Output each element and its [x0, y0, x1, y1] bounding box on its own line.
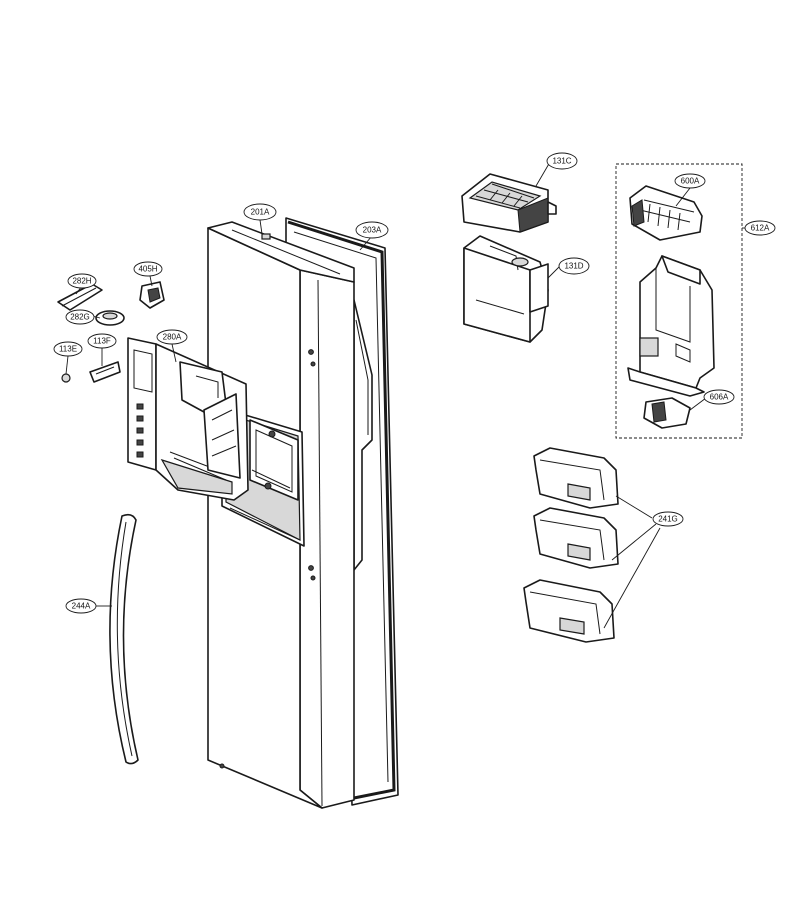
svg-text:241G: 241G [658, 515, 678, 524]
callout-405h: 405H [133, 261, 163, 277]
callout-282h: 282H [67, 273, 97, 289]
callout-203a: 203A [355, 221, 389, 239]
callout-131d: 131D [558, 257, 590, 275]
part-606a [643, 397, 691, 429]
part-405h [139, 281, 165, 309]
callout-201a: 201A [243, 203, 277, 221]
ice-bucket-131d [463, 235, 549, 343]
svg-text:203A: 203A [363, 226, 382, 235]
svg-text:612A: 612A [751, 224, 770, 233]
callout-244a: 244A [65, 598, 97, 614]
svg-text:280A: 280A [163, 333, 182, 342]
svg-text:113E: 113E [59, 345, 77, 354]
callout-113f: 113F [87, 333, 117, 349]
svg-text:131D: 131D [564, 262, 583, 271]
door-bin-241g-bottom [523, 579, 615, 643]
ice-bucket-cover-131c [461, 173, 557, 233]
svg-text:244A: 244A [72, 602, 91, 611]
callout-612a: 612A [744, 220, 776, 236]
svg-text:600A: 600A [681, 177, 700, 186]
callout-280a: 280A [156, 329, 188, 345]
svg-text:282H: 282H [72, 277, 91, 286]
callout-600a: 600A [674, 173, 706, 189]
ice-maker-housing [627, 255, 715, 397]
callout-606a: 606A [703, 389, 735, 405]
ice-maker-assembly-612a [615, 163, 743, 439]
freezer-door-201a [207, 221, 373, 809]
part-113e [61, 373, 71, 383]
callout-241g: 241G [652, 511, 684, 527]
svg-text:606A: 606A [710, 393, 729, 402]
door-bin-241g-top [533, 447, 619, 509]
callout-113e: 113E [53, 341, 83, 357]
callout-131c: 131C [546, 152, 578, 170]
svg-text:131C: 131C [552, 157, 571, 166]
part-282h [57, 283, 103, 311]
dispenser-assembly-280a [127, 337, 249, 501]
callout-282g: 282G [65, 309, 95, 325]
svg-text:113F: 113F [93, 337, 111, 346]
svg-text:282G: 282G [70, 313, 90, 322]
ice-maker-600a [629, 185, 703, 241]
part-113f [89, 361, 121, 383]
svg-text:405H: 405H [138, 265, 157, 274]
door-handle-244a [109, 513, 139, 765]
door-bin-241g-middle [533, 507, 619, 569]
svg-text:201A: 201A [251, 208, 270, 217]
part-282g [95, 310, 125, 326]
